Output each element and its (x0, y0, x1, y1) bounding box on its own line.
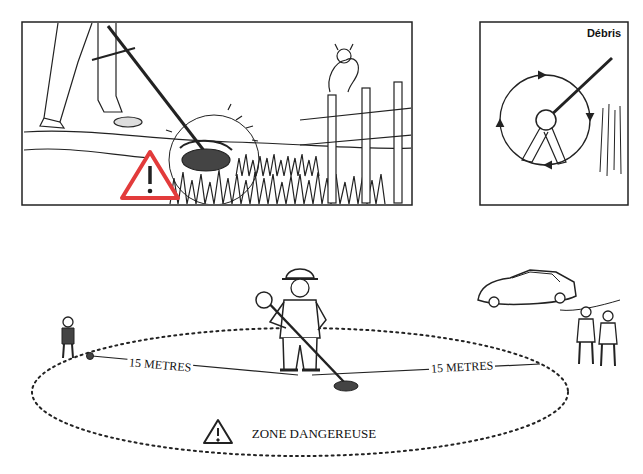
callout-label: Débris (585, 27, 623, 39)
zone-label: ZONE DANGEREUSE (250, 427, 379, 441)
dimension-label: 15 METRES (429, 360, 496, 377)
debris-rotation-detail (480, 22, 628, 205)
trimmer-scene (22, 22, 412, 205)
safety-zone-scene (32, 269, 620, 456)
dimension-label: 15 METRES (126, 357, 193, 376)
